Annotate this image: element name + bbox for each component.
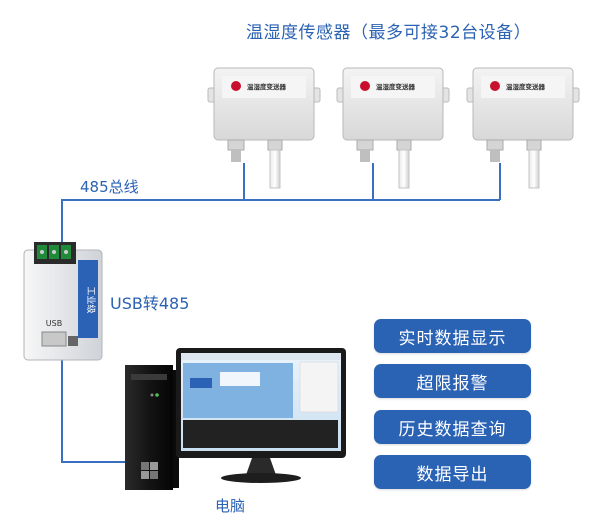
converter-port-label: USB (46, 319, 62, 328)
sensor-3: 温湿度变送器 (466, 67, 580, 189)
feature-realtime-display: 实时数据显示 (374, 319, 531, 353)
converter-label: USB转485 (110, 294, 190, 313)
feature-over-limit-alarm: 超限报警 (374, 364, 531, 398)
converter-side-text: 工业级 (85, 286, 97, 313)
pc-tower (125, 365, 179, 490)
computer-label: 电脑 (215, 497, 246, 515)
rs485-bus-wires (61, 163, 501, 463)
monitor (176, 348, 346, 483)
sensor-2: 温湿度变送器 (336, 67, 450, 189)
sensor-1: 温湿度变送器 (207, 67, 321, 189)
feature-data-export: 数据导出 (374, 455, 531, 489)
sensor-plate-text: 温湿度变送器 (376, 82, 416, 91)
bus-label: 485总线 (80, 178, 139, 196)
usb-485-converter: 工业级 USB (23, 242, 103, 361)
sensor-plate-text: 温湿度变送器 (506, 82, 546, 91)
sensor-plate-text: 温湿度变送器 (247, 82, 287, 91)
feature-history-query: 历史数据查询 (374, 410, 531, 444)
sensors-title: 温湿度传感器（最多可接32台设备） (246, 23, 532, 43)
